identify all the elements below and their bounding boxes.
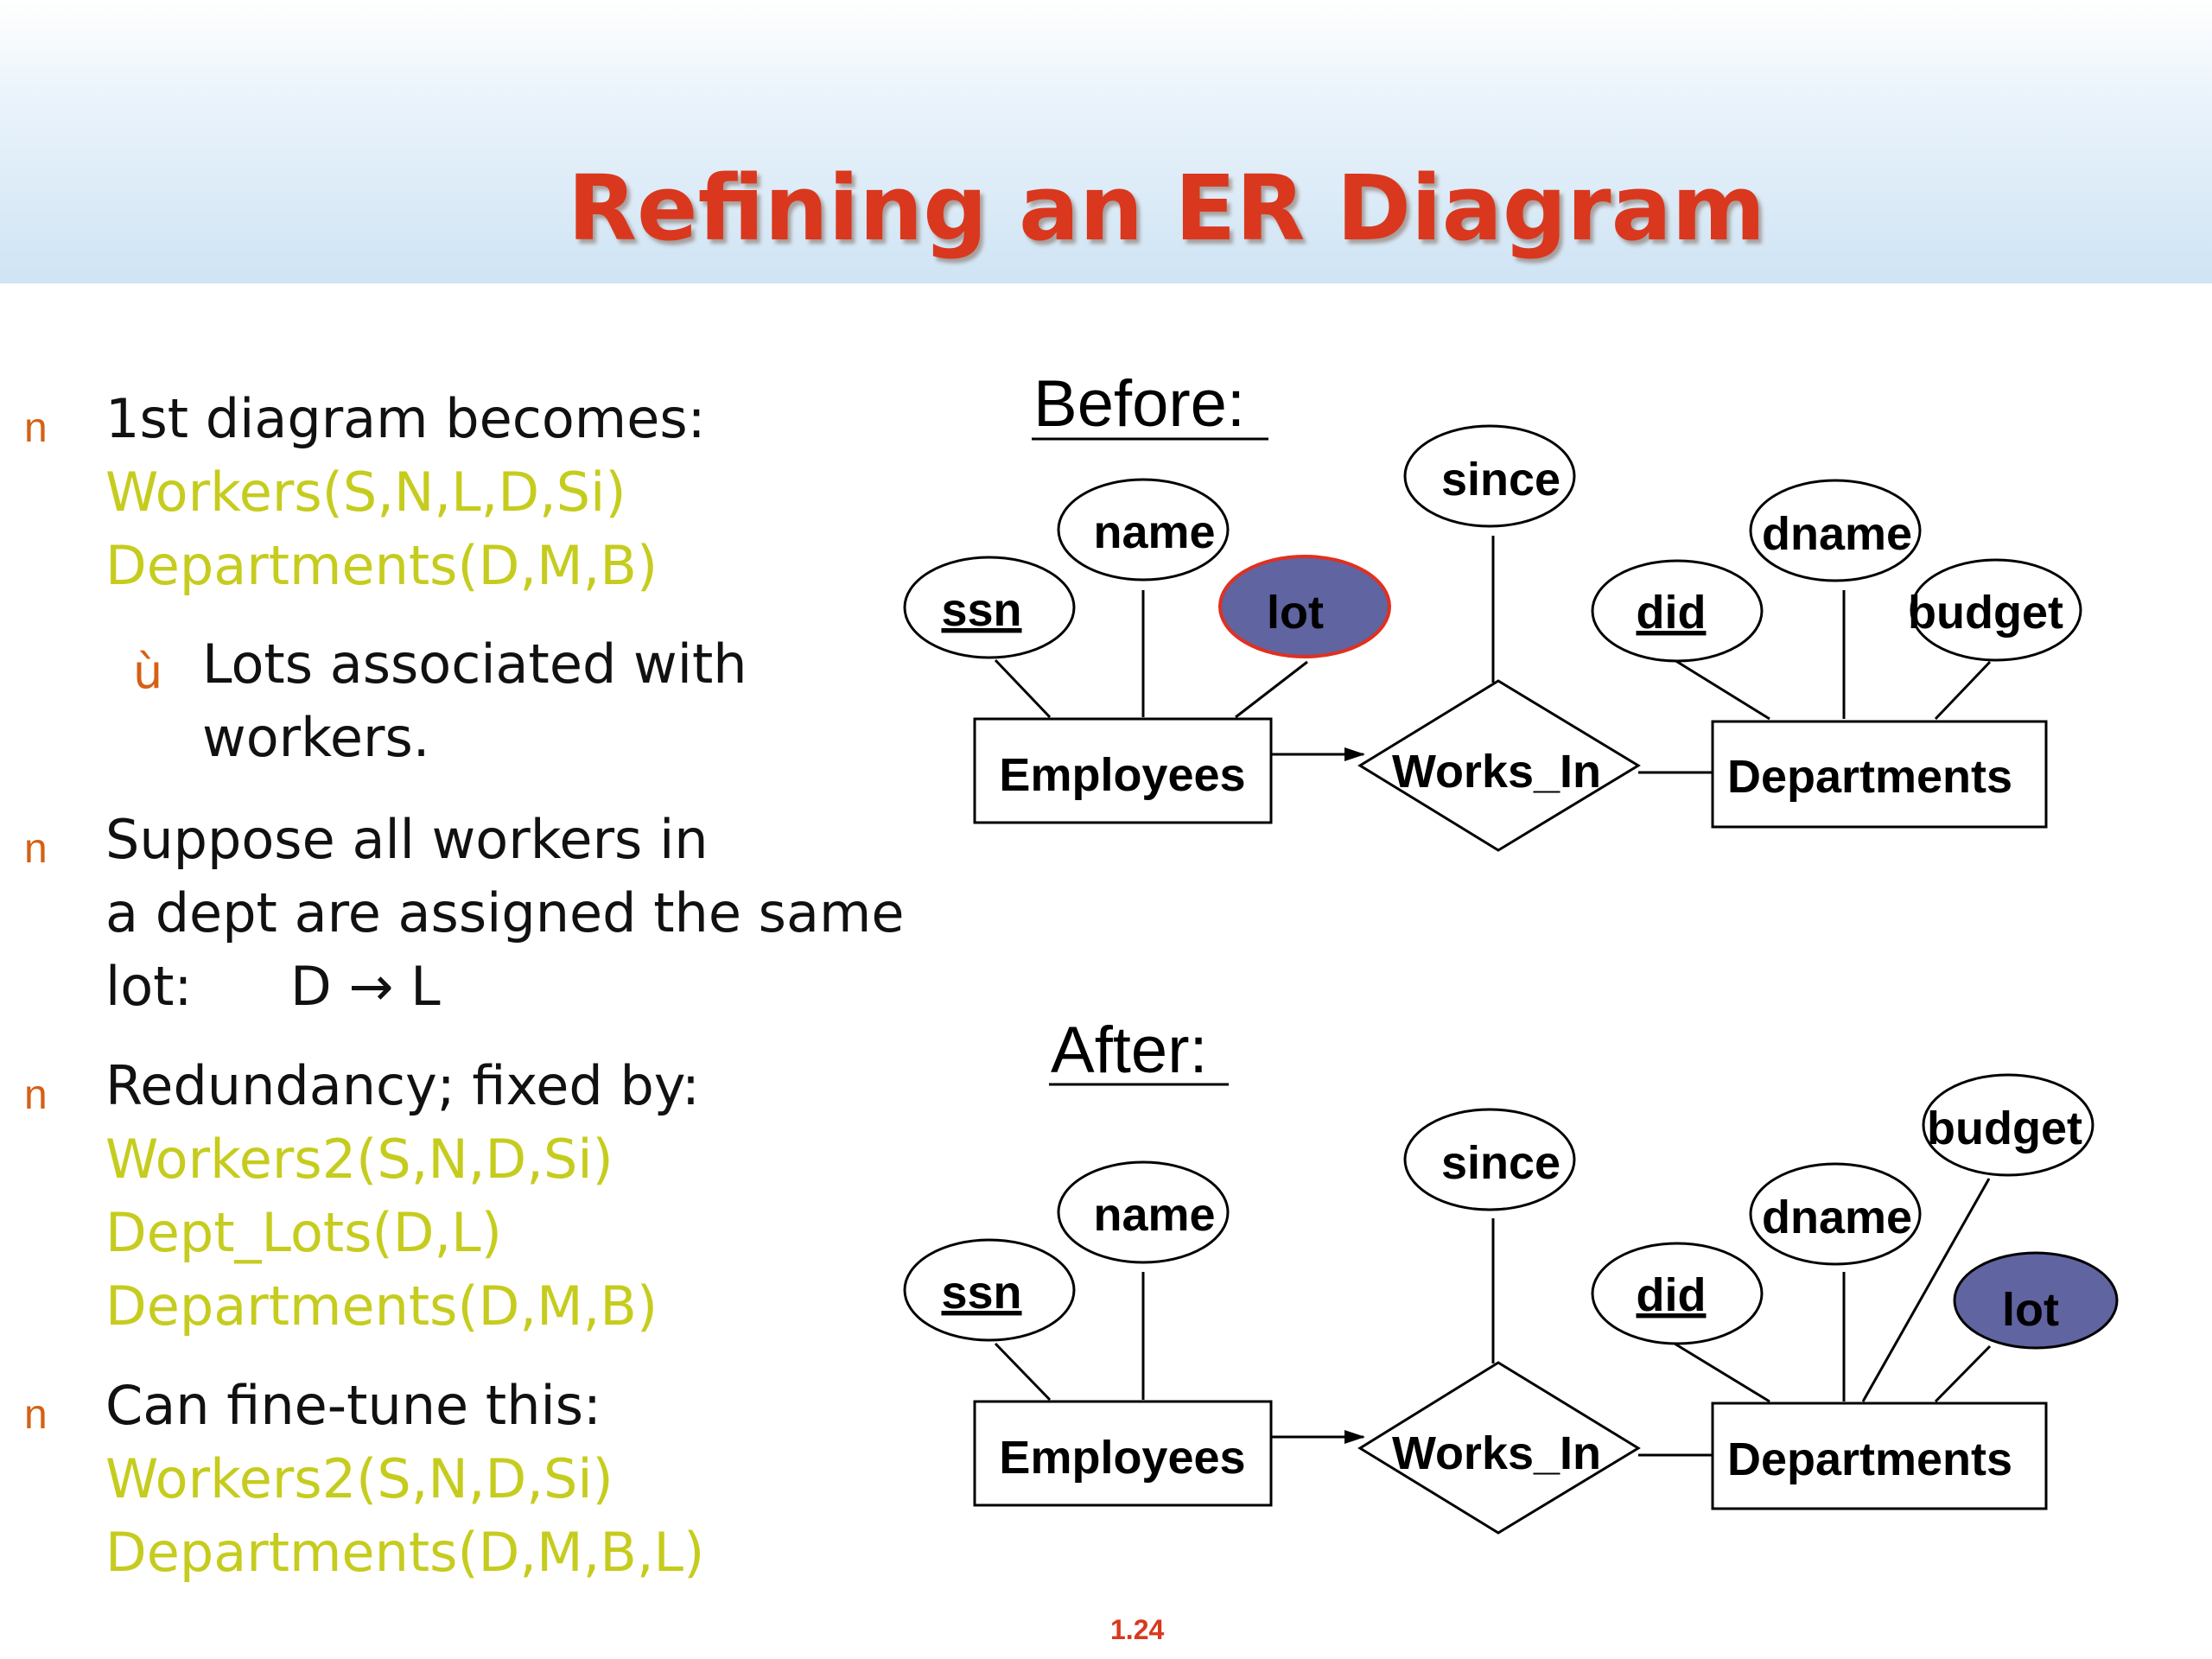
attribute-label: name bbox=[1093, 1189, 1215, 1241]
attribute-ssn bbox=[903, 1238, 1076, 1342]
functional-dependency: D → L bbox=[290, 955, 441, 1018]
attribute-label: budget bbox=[1908, 587, 2063, 639]
slide-title: Refining an ER Diagram bbox=[567, 156, 1766, 261]
attribute-since bbox=[1403, 424, 1576, 528]
bullet-list: n 1st diagram becomes: Workers(S,N,L,D,S… bbox=[0, 0, 950, 1659]
bullet-text: a dept are assigned the same bbox=[105, 881, 905, 944]
schema-text: Workers(S,N,L,D,Si) bbox=[105, 461, 626, 524]
bullet-text: 1st diagram becomes: bbox=[105, 387, 706, 450]
relationship-works-in bbox=[1357, 1361, 1641, 1535]
connector-line bbox=[1674, 658, 1770, 721]
sub-bullet-text: workers. bbox=[202, 706, 430, 769]
schema-text: Dept_Lots(D,L) bbox=[105, 1201, 502, 1264]
schema-text: Departments(D,M,B,L) bbox=[105, 1521, 705, 1584]
bullet-text: Redundancy; fixed by: bbox=[105, 1054, 700, 1117]
attribute-label: dname bbox=[1762, 508, 1912, 560]
attribute-did bbox=[1591, 1242, 1764, 1345]
attribute-label: did bbox=[1637, 587, 1707, 639]
attribute-label: name bbox=[1093, 506, 1215, 558]
entity-label: Employees bbox=[999, 749, 1245, 801]
entity-label: Employees bbox=[999, 1432, 1245, 1484]
attribute-dname bbox=[1749, 1162, 1922, 1266]
connector-line bbox=[1235, 660, 1308, 719]
attribute-budget bbox=[1910, 558, 2082, 662]
entity-departments bbox=[1711, 1402, 2048, 1510]
attribute-since bbox=[1403, 1108, 1576, 1211]
entity-departments bbox=[1711, 720, 2048, 829]
schema-text: Departments(D,M,B) bbox=[105, 1274, 658, 1338]
er-diagram-before: Before: bbox=[903, 367, 2082, 852]
entity-label: Departments bbox=[1727, 751, 2012, 803]
attribute-name bbox=[1057, 478, 1230, 582]
attribute-label: since bbox=[1441, 454, 1560, 505]
attribute-dname bbox=[1749, 479, 1922, 582]
schema-text: Departments(D,M,B) bbox=[105, 534, 658, 597]
bullet-marker: n bbox=[24, 1072, 48, 1118]
attribute-did bbox=[1591, 559, 1764, 663]
connector-line bbox=[1934, 1344, 1992, 1403]
bullet-text: Suppose all workers in bbox=[105, 808, 709, 871]
connector-line bbox=[1861, 1178, 1991, 1402]
attribute-label: budget bbox=[1927, 1103, 2082, 1154]
connector-line bbox=[1934, 660, 1992, 721]
connector-line bbox=[994, 1342, 1052, 1402]
relationship-label: Works_In bbox=[1392, 746, 1601, 798]
er-diagram-after: After: bbox=[903, 1014, 2119, 1535]
diagram-label-after: After: bbox=[1051, 1014, 1208, 1087]
sub-bullet-marker: ù bbox=[133, 645, 163, 699]
attribute-label: dname bbox=[1762, 1192, 1912, 1243]
schema-text: Workers2(S,N,D,Si) bbox=[105, 1447, 613, 1510]
attribute-label: lot bbox=[1267, 587, 1324, 639]
entity-label: Departments bbox=[1727, 1433, 2012, 1485]
fd-label: lot: bbox=[105, 955, 193, 1018]
diagram-label-before: Before: bbox=[1033, 367, 1245, 441]
attribute-label: ssn bbox=[941, 1267, 1021, 1319]
relationship-works-in bbox=[1357, 679, 1641, 852]
relationship-label: Works_In bbox=[1392, 1427, 1601, 1479]
sub-bullet-text: Lots associated with bbox=[202, 632, 747, 696]
bullet-marker: n bbox=[24, 826, 48, 872]
entity-employees bbox=[973, 717, 1273, 824]
attribute-lot bbox=[1953, 1251, 2119, 1350]
bullet-marker: n bbox=[24, 405, 48, 451]
connector-line bbox=[994, 658, 1052, 719]
attribute-label: since bbox=[1441, 1137, 1560, 1189]
attribute-lot bbox=[1218, 555, 1391, 658]
entity-employees bbox=[973, 1400, 1273, 1507]
slide-header bbox=[0, 0, 2212, 283]
attribute-label: lot bbox=[2002, 1284, 2059, 1336]
attribute-budget bbox=[1922, 1073, 2094, 1177]
schema-text: Workers2(S,N,D,Si) bbox=[105, 1128, 613, 1191]
attribute-ssn bbox=[903, 556, 1076, 659]
connector-line bbox=[1674, 1342, 1770, 1403]
page-number: 1.24 bbox=[1110, 1614, 1165, 1645]
attribute-label: did bbox=[1637, 1269, 1707, 1321]
bullet-text: Can fine-tune this: bbox=[105, 1374, 601, 1437]
attribute-label: ssn bbox=[941, 584, 1021, 636]
bullet-marker: n bbox=[24, 1392, 48, 1438]
attribute-name bbox=[1057, 1160, 1230, 1264]
